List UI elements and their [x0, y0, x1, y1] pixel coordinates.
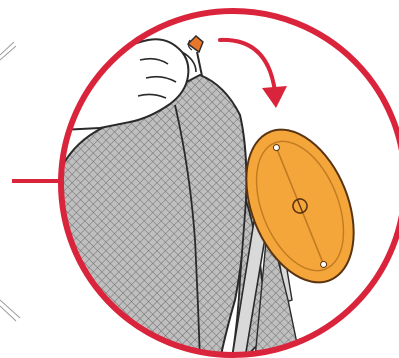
illustration-stage: [0, 0, 399, 358]
instruction-illustration: [0, 0, 399, 358]
